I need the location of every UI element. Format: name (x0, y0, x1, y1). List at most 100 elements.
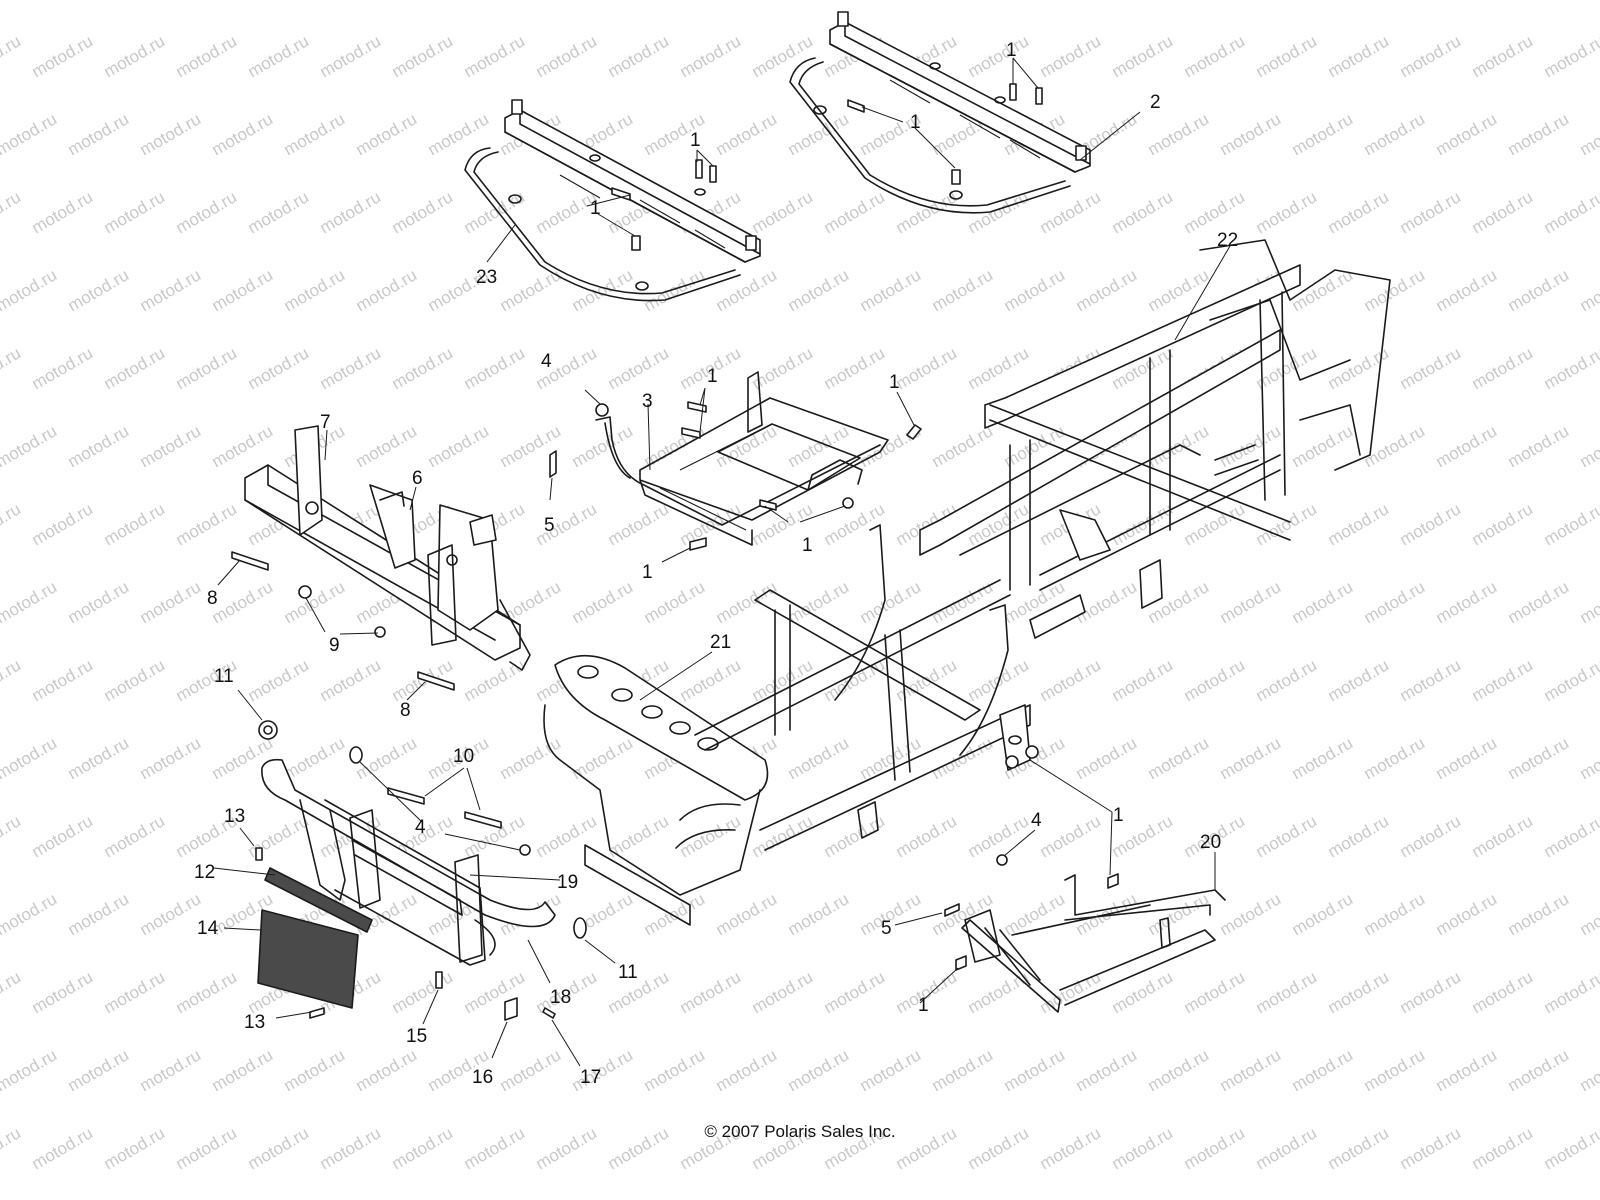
watermark-text: motod.ru (353, 109, 421, 159)
watermark-text: motod.ru (1505, 1045, 1573, 1095)
callout-1e: 1 (707, 366, 718, 387)
watermark-text: motod.ru (29, 499, 97, 549)
watermark-text: motod.ru (209, 109, 277, 159)
watermark-text: motod.ru (1109, 655, 1177, 705)
watermark-text: motod.ru (461, 343, 529, 393)
watermark-text: motod.ru (1577, 577, 1600, 627)
watermark-text: motod.ru (749, 187, 817, 237)
watermark-text: motod.ru (569, 0, 637, 3)
watermark-text: motod.ru (1505, 109, 1573, 159)
watermark-text: motod.ru (497, 0, 565, 3)
watermark-text: motod.ru (1037, 187, 1105, 237)
callout-23: 23 (476, 267, 497, 288)
bumper-grille-part[interactable] (257, 867, 373, 1009)
seat-base-left-part[interactable] (464, 99, 761, 302)
watermark-text: motod.ru (641, 889, 709, 939)
watermark-text: motod.ru (0, 31, 24, 81)
watermark-text: motod.ru (929, 421, 997, 471)
watermark-text: motod.ru (1253, 499, 1321, 549)
watermark-text: motod.ru (1541, 343, 1600, 393)
callout-1c: 1 (690, 130, 701, 151)
callout-4a: 4 (541, 351, 552, 372)
callout-4b: 4 (415, 817, 426, 838)
callout-22: 22 (1217, 230, 1238, 251)
callout-1g: 1 (802, 535, 813, 556)
watermark-text: motod.ru (1037, 31, 1105, 81)
watermark-text: motod.ru (0, 421, 60, 471)
watermark-text: motod.ru (1469, 811, 1537, 861)
watermark-text: motod.ru (1001, 1045, 1069, 1095)
watermark-text: motod.ru (821, 187, 889, 237)
watermark-text: motod.ru (245, 343, 313, 393)
watermark-text: motod.ru (209, 1045, 277, 1095)
watermark-text: motod.ru (929, 0, 997, 3)
watermark-text: motod.ru (1469, 967, 1537, 1017)
callout-13b: 13 (244, 1012, 265, 1033)
watermark-text: motod.ru (1433, 421, 1501, 471)
watermark-text: motod.ru (1505, 0, 1573, 3)
watermark-text: motod.ru (605, 499, 673, 549)
watermark-text: motod.ru (461, 967, 529, 1017)
callout-11a: 11 (214, 666, 234, 687)
callout-21: 21 (710, 632, 731, 653)
watermark-text: motod.ru (1145, 265, 1213, 315)
fastener-parts[interactable] (231, 83, 1119, 1021)
callout-1a: 1 (1006, 40, 1017, 61)
watermark-text: motod.ru (677, 811, 745, 861)
callout-10: 10 (453, 746, 474, 767)
callout-leader-lines (213, 57, 1231, 1067)
watermark-text: motod.ru (1541, 967, 1600, 1017)
rear-floor-support-part[interactable] (961, 874, 1226, 1013)
watermark-text: motod.ru (1433, 733, 1501, 783)
watermark-text: motod.ru (101, 499, 169, 549)
watermark-text: motod.ru (1325, 187, 1393, 237)
main-front-frame-part[interactable] (543, 524, 1031, 926)
watermark-text: motod.ru (713, 265, 781, 315)
watermark-text: motod.ru (101, 967, 169, 1017)
watermark-text: motod.ru (785, 733, 853, 783)
watermark-text: motod.ru (0, 499, 24, 549)
watermark-text: motod.ru (1217, 733, 1285, 783)
callout-1i: 1 (1113, 805, 1124, 826)
callout-19: 19 (557, 872, 578, 893)
watermark-text: motod.ru (1289, 733, 1357, 783)
watermark-text: motod.ru (0, 109, 60, 159)
watermark-text: motod.ru (137, 733, 205, 783)
watermark-text: motod.ru (1469, 655, 1537, 705)
seat-base-right-part[interactable] (789, 11, 1091, 214)
watermark-text: motod.ru (749, 967, 817, 1017)
watermark-text: motod.ru (677, 31, 745, 81)
watermark-text: motod.ru (0, 577, 60, 627)
watermark-text: motod.ru (1361, 577, 1429, 627)
watermark-text: motod.ru (1577, 421, 1600, 471)
watermark-text: motod.ru (929, 265, 997, 315)
watermark-text: motod.ru (281, 733, 349, 783)
watermark-text: motod.ru (1397, 655, 1465, 705)
watermark-text: motod.ru (533, 31, 601, 81)
front-cross-frame-part[interactable] (244, 425, 531, 671)
watermark-text: motod.ru (569, 265, 637, 315)
watermark-text: motod.ru (245, 31, 313, 81)
watermark-text: motod.ru (389, 187, 457, 237)
watermark-text: motod.ru (785, 1045, 853, 1095)
watermark-text: motod.ru (317, 655, 385, 705)
watermark-text: motod.ru (857, 265, 925, 315)
front-bumper-part[interactable] (261, 758, 556, 966)
watermark-text: motod.ru (353, 265, 421, 315)
watermark-text: motod.ru (173, 499, 241, 549)
callout-17: 17 (580, 1067, 601, 1088)
watermark-text: motod.ru (857, 1045, 925, 1095)
watermark-text: motod.ru (29, 811, 97, 861)
watermark-text: motod.ru (569, 577, 637, 627)
watermark-text: motod.ru (1289, 1045, 1357, 1095)
watermark-text: motod.ru (1541, 655, 1600, 705)
watermark-text: motod.ru (569, 1045, 637, 1095)
watermark-text: motod.ru (1577, 109, 1600, 159)
watermark-text: motod.ru (1073, 1045, 1141, 1095)
floor-support-part[interactable] (595, 371, 889, 546)
watermark-text: motod.ru (605, 343, 673, 393)
watermark-text: motod.ru (1433, 0, 1501, 3)
rear-frame-part[interactable] (919, 239, 1391, 639)
watermark-text: motod.ru (317, 343, 385, 393)
watermark-text: motod.ru (1433, 1045, 1501, 1095)
